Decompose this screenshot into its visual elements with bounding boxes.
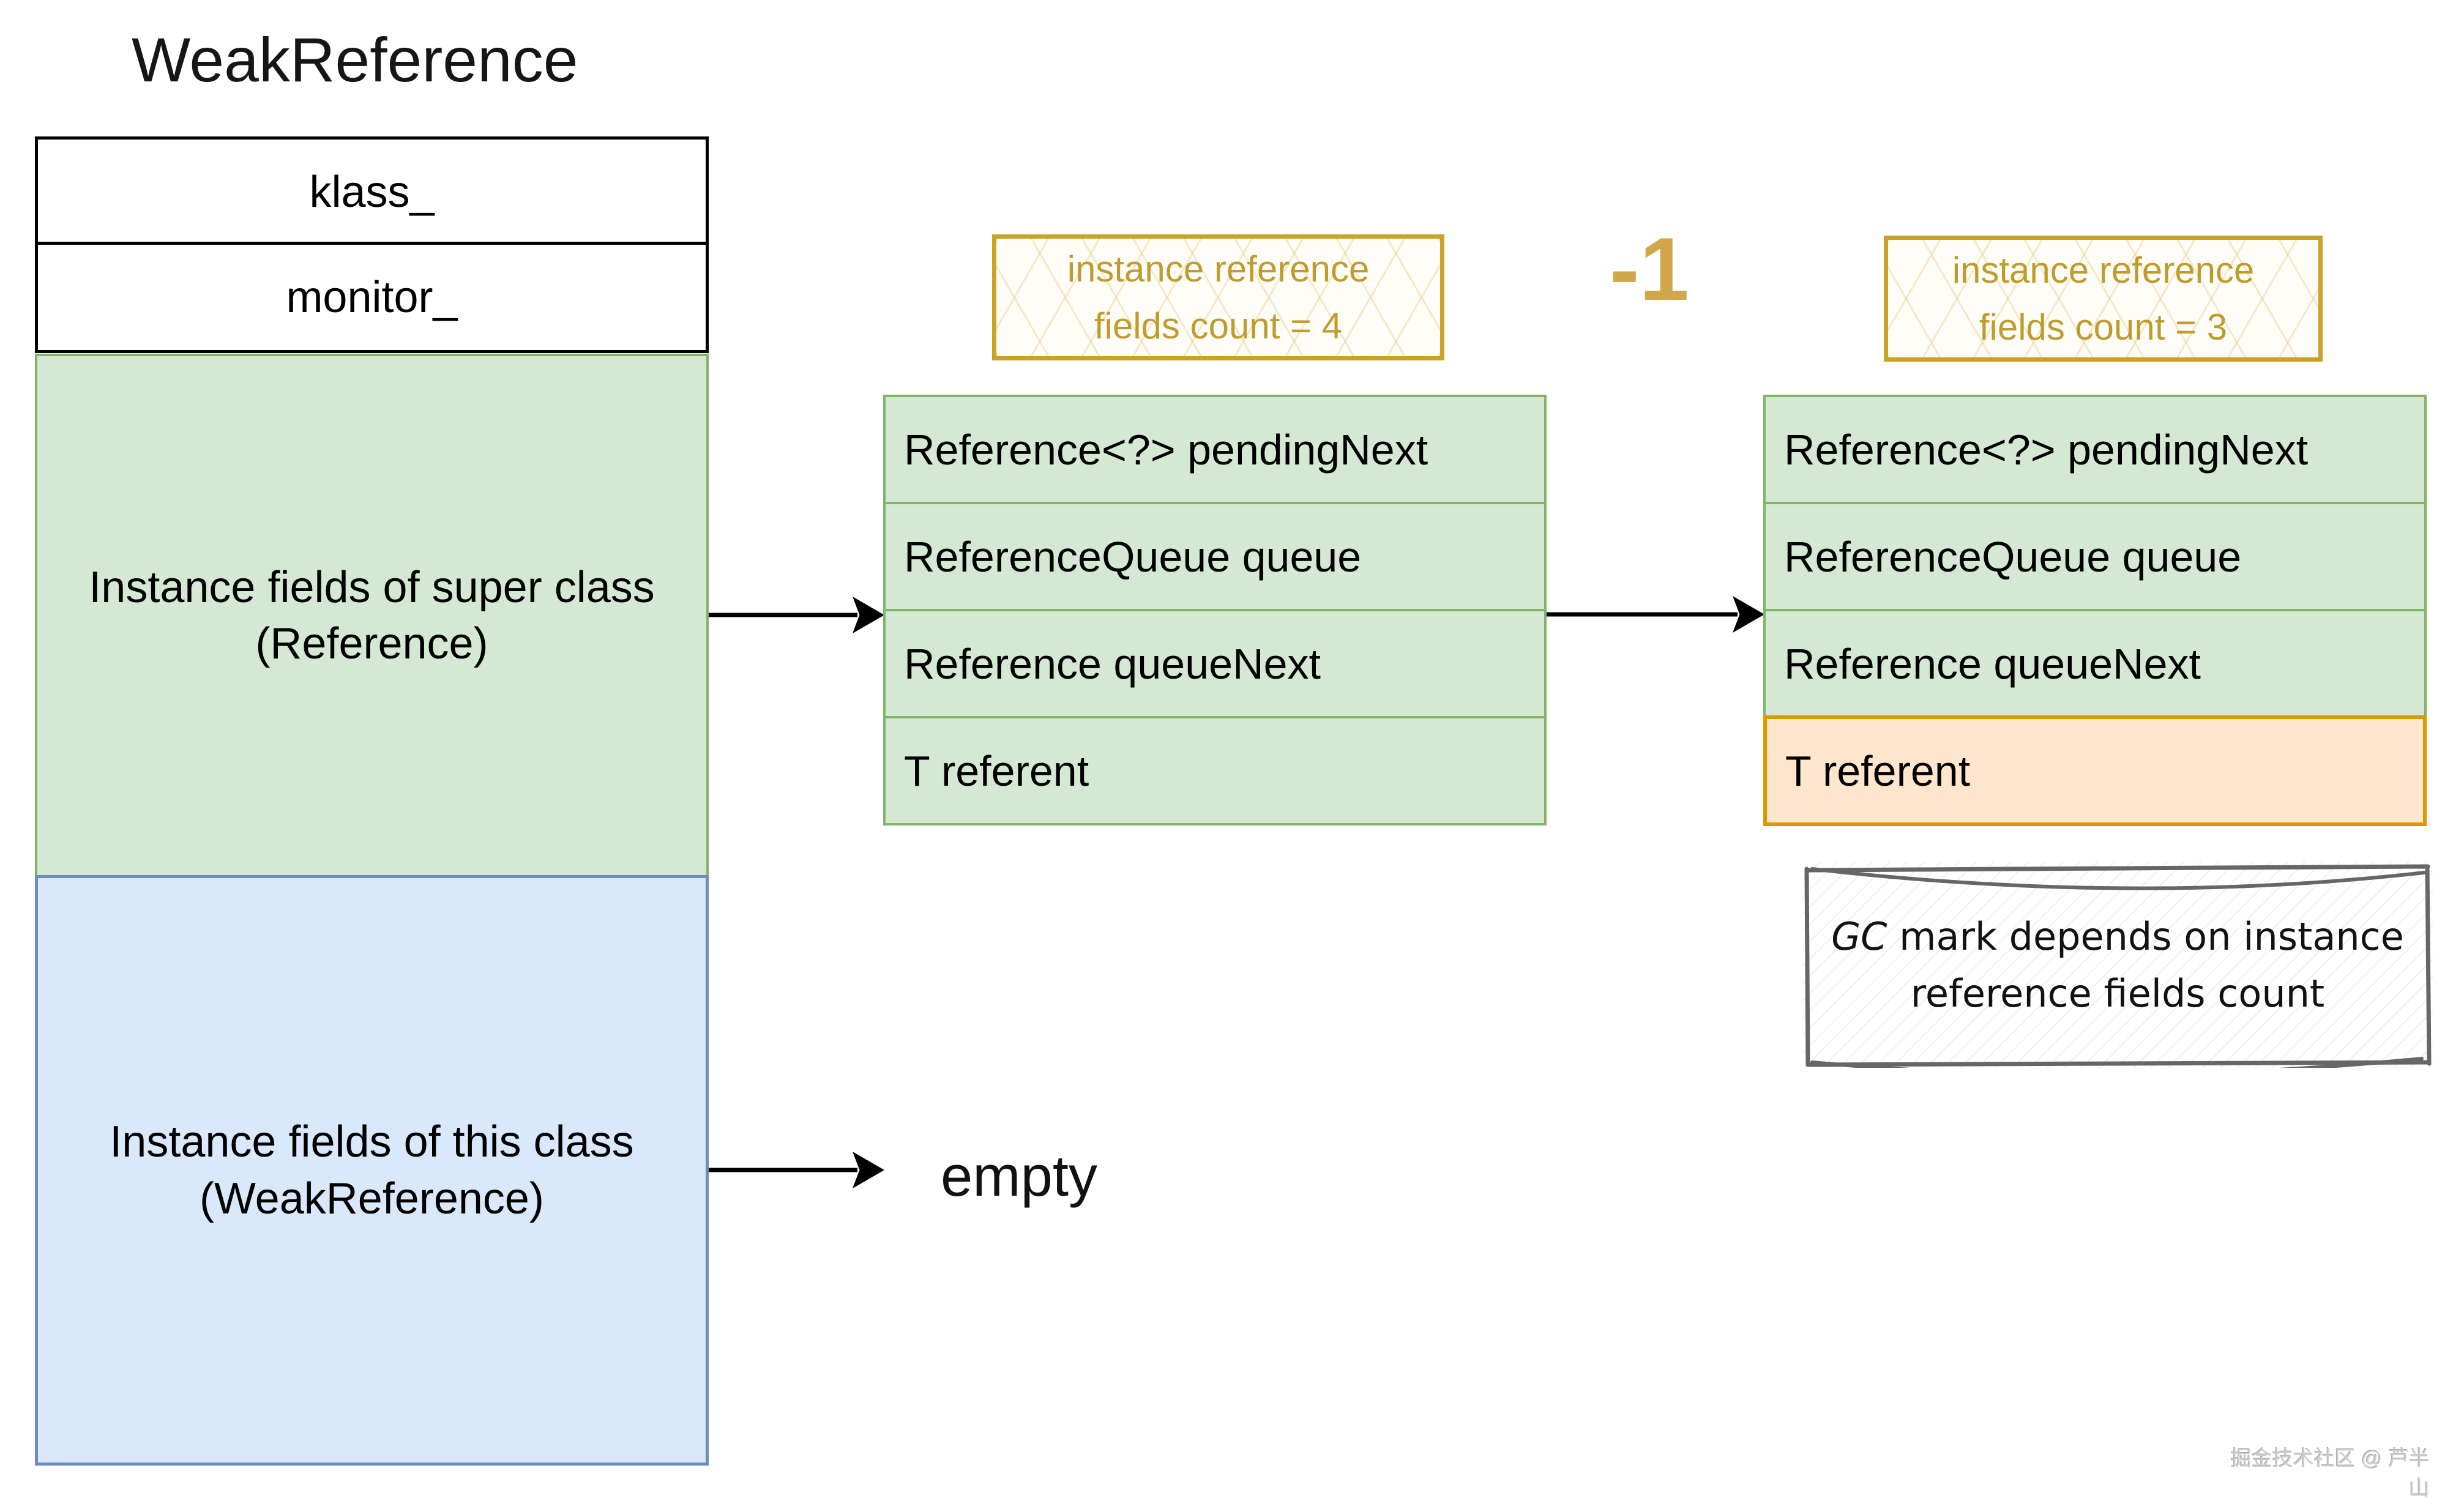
- badge-line1: instance reference: [1952, 250, 2255, 291]
- monitor-slot: monitor_: [35, 242, 709, 353]
- badge-line2: fields count = 4: [1094, 305, 1343, 346]
- page-title: WeakReference: [132, 25, 578, 95]
- badge-line2: fields count = 3: [1979, 307, 2228, 348]
- instance-reference-count-3-badge: instance reference fields count = 3: [1884, 236, 2323, 362]
- gc-note-line1: GC mark depends on instance: [1802, 908, 2433, 965]
- field-label: T referent: [904, 747, 1089, 795]
- arrow-super-fields-to-table: [709, 597, 884, 633]
- watermark: 掘金技术社区 @ 芦半山: [2230, 1447, 2430, 1498]
- table-row: ReferenceQueue queue: [1763, 502, 2427, 611]
- arrow-this-fields-to-empty: [709, 1152, 884, 1188]
- reference-fields-table-after: Reference<?> pendingNext ReferenceQueue …: [1763, 395, 2427, 826]
- table-row: Reference queueNext: [1763, 609, 2427, 718]
- field-label: Reference<?> pendingNext: [1784, 425, 2309, 474]
- this-class-fields-line2: (WeakReference): [200, 1174, 544, 1223]
- super-class-fields-line1: Instance fields of super class: [89, 562, 655, 612]
- table-row: Reference<?> pendingNext: [1763, 395, 2427, 504]
- field-label: Reference queueNext: [904, 639, 1321, 688]
- table-row: Reference<?> pendingNext: [883, 395, 1547, 504]
- arrow-shaft: [709, 1168, 857, 1172]
- field-label: Reference queueNext: [1784, 639, 2201, 688]
- minus-one-label: -1: [1610, 219, 1689, 319]
- this-class-fields-block: Instance fields of this class (WeakRefer…: [35, 875, 709, 1466]
- table-row: Reference queueNext: [883, 609, 1547, 718]
- empty-label: empty: [941, 1144, 1097, 1208]
- gc-word: GC: [1831, 914, 1887, 959]
- instance-reference-count-4-badge: instance reference fields count = 4: [992, 234, 1444, 360]
- super-class-fields-block: Instance fields of super class (Referenc…: [35, 354, 709, 878]
- field-label: ReferenceQueue queue: [1784, 532, 2242, 581]
- table-row: T referent: [883, 716, 1547, 825]
- table-row: ReferenceQueue queue: [883, 502, 1547, 611]
- gc-mark-note: GC mark depends on instance reference fi…: [1802, 862, 2433, 1068]
- super-class-fields-line2: (Reference): [255, 619, 488, 668]
- reference-fields-table-before: Reference<?> pendingNext ReferenceQueue …: [883, 395, 1547, 825]
- badge-line1: instance reference: [1067, 248, 1370, 289]
- gc-note-line2: reference fields count: [1910, 971, 2325, 1016]
- field-label: Reference<?> pendingNext: [904, 425, 1428, 474]
- klass-label: klass_: [309, 167, 435, 217]
- table-row-highlighted-referent: T referent: [1763, 715, 2427, 826]
- field-label: ReferenceQueue queue: [904, 532, 1362, 581]
- this-class-fields-line1: Instance fields of this class: [110, 1117, 634, 1167]
- arrow-shaft: [709, 613, 857, 617]
- arrow-shaft: [1547, 612, 1738, 617]
- klass-slot: klass_: [35, 136, 709, 248]
- monitor-label: monitor_: [286, 272, 458, 322]
- field-label: T referent: [1785, 747, 1971, 795]
- gc-note-line1-rest: mark depends on instance: [1887, 914, 2404, 959]
- arrow-before-to-after-table: [1547, 596, 1764, 633]
